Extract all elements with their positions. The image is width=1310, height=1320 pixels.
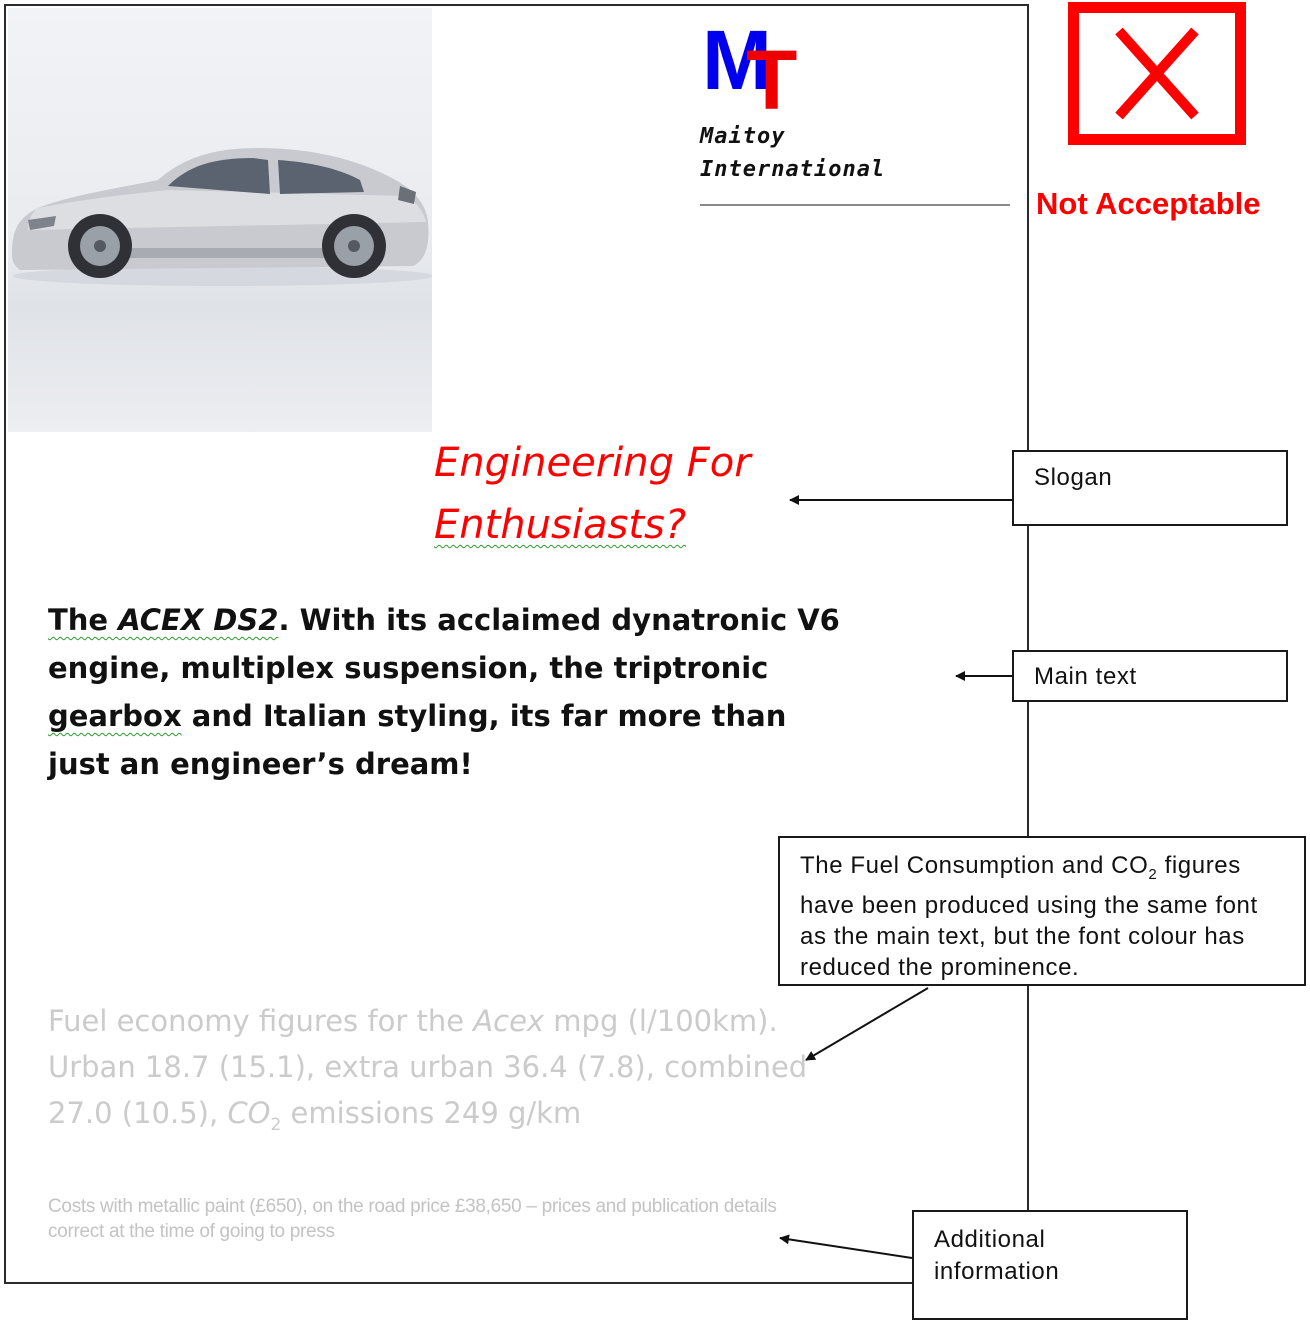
slogan-line-2: Enthusiasts? [434,502,687,548]
car-illustration [12,148,433,286]
model-name: ACEX DS2 [118,603,279,637]
slogan-line-1: Engineering For [434,440,751,486]
callout-fuel-subscript: 2 [1148,865,1158,883]
car-image [8,8,433,432]
main-text-lead: The [48,603,119,637]
arrow-additional [779,1234,913,1259]
fuel-text-part-3: emissions 249 g/km [281,1096,582,1130]
logo-letter-m: M [702,13,772,107]
slogan-text: Engineering For Enthusiasts? [434,432,854,556]
fuel-text-part-2: mpg (l/100km). Urban 18.7 (15.1), extra … [48,1004,808,1130]
main-text: The ACEX DS2. With its acclaimed dynatro… [48,596,858,788]
logo-company-name: Maitoy International [700,124,886,182]
main-text-gearbox: gearbox [48,699,182,733]
callout-main-text: Main text [1012,650,1288,702]
callout-additional: Additional information [912,1210,1188,1320]
cross-icon [1068,2,1246,145]
fuel-text-model: Acex [473,1004,545,1038]
callout-additional-line-1: Additional [934,1226,1046,1253]
verdict-label: Not Acceptable [1036,186,1261,221]
fuel-text-part-1: Fuel economy figures for the [48,1004,474,1038]
callout-slogan-label: Slogan [1034,464,1113,491]
costs-text: Costs with metallic paint (£650), on the… [48,1196,777,1242]
callout-fuel: The Fuel Consumption and CO2 figures hav… [778,836,1306,986]
fuel-economy-text: Fuel economy figures for the Acex mpg (l… [48,998,868,1148]
cross-mark [1115,27,1199,120]
callout-additional-line-2: information [934,1258,1060,1285]
maitoy-logo: M T Maitoy International [700,18,1020,214]
fuel-text-subscript: 2 [270,1114,282,1135]
fuel-text-co: CO [227,1096,271,1130]
callout-fuel-part-2: figures have been produced using the sam… [800,852,1258,981]
logo-letter-t: T [746,33,798,127]
logo-divider [700,204,1010,206]
main-text-body: . With its acclaimed dynatronic V6 engin… [48,603,840,685]
callout-main-text-label: Main text [1034,663,1137,690]
callout-fuel-part-1: The Fuel Consumption and CO [800,852,1149,879]
callout-slogan: Slogan [1012,450,1288,526]
main-text-tail: and Italian styling, its far more than j… [48,699,787,781]
arrow-fuel [805,987,929,1061]
